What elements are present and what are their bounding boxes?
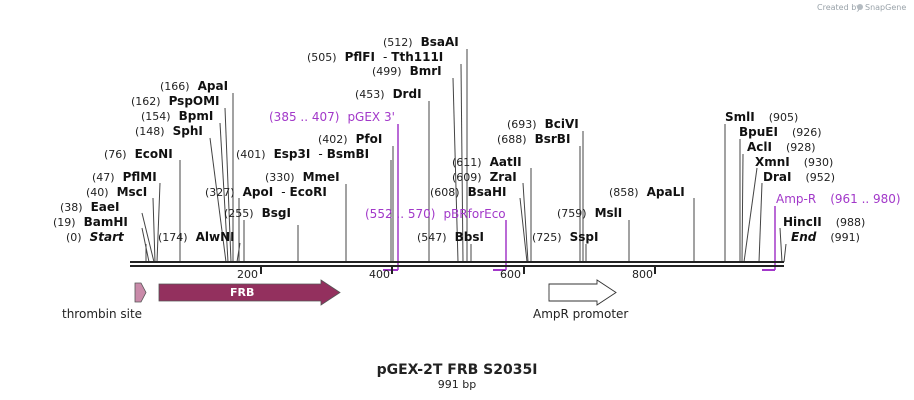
site-label-alwni[interactable]: (174)AlwNI (158, 230, 235, 244)
site-line-bsahi (519, 197, 528, 263)
site-labels-left: (0)Start (19)BamHI (38)EaeI (40)MscI (47… (53, 35, 685, 244)
primer-labels: (385 .. 407)pGEX 3' (552 .. 570)pBRforEc… (269, 110, 901, 221)
scale-ticks: 200 400 600 800 (237, 267, 656, 281)
site-label-apai[interactable]: (166)ApaI (160, 79, 228, 93)
site-label-bbsi[interactable]: (547)BbsI (417, 230, 484, 244)
site-line-end (783, 243, 787, 263)
site-lines (141, 49, 787, 263)
site-label-esp3i[interactable]: (401)Esp3I-BsmBI (236, 147, 369, 161)
primer-label-pbrforeco[interactable]: (552 .. 570)pBRforEco (365, 207, 506, 221)
site-label-pflfi[interactable]: (505)PflFI-Tth111I (307, 50, 443, 64)
site-label-drai[interactable]: DraI(952) (763, 170, 835, 184)
site-label-bcivi[interactable]: (693)BciVI (507, 117, 579, 131)
site-label-start[interactable]: (0)Start (66, 230, 125, 244)
site-label-bpuei[interactable]: BpuEI(926) (739, 125, 822, 139)
site-label-pflmi[interactable]: (47)PflMI (92, 170, 157, 184)
site-label-zrai[interactable]: (609)ZraI (452, 170, 517, 184)
site-label-bamhi[interactable]: (19)BamHI (53, 215, 128, 229)
primer-label-ampr[interactable]: Amp-R(961 .. 980) (776, 192, 901, 206)
site-line-pflmi (156, 182, 161, 263)
site-line-hincii (779, 227, 783, 263)
site-line-msci (152, 197, 156, 263)
backbone-top-strand (130, 261, 784, 263)
tick-label-200: 200 (237, 268, 258, 281)
features: thrombin site FRB AmpR promoter (62, 279, 628, 321)
site-line-pspomi (224, 107, 232, 263)
map-subtitle: 991 bp (438, 378, 476, 391)
site-line-xmni (743, 167, 758, 263)
snapgene-credit: Created by SnapGene (817, 3, 906, 12)
site-label-msci[interactable]: (40)MscI (86, 185, 147, 199)
tick-label-800: 800 (632, 268, 653, 281)
site-line-drai (758, 182, 763, 263)
site-label-msli[interactable]: (759)MslI (557, 206, 622, 220)
site-line-bpmi (219, 122, 229, 263)
site-label-econi[interactable]: (76)EcoNI (104, 147, 173, 161)
map-title: pGEX-2T FRB S2035I (377, 362, 538, 378)
site-label-pfoi[interactable]: (402)PfoI (318, 132, 382, 146)
site-label-sphi[interactable]: (148)SphI (135, 124, 203, 138)
feature-label-frb: FRB (230, 286, 254, 299)
site-line-tth111i (460, 63, 464, 263)
feature-thrombin-site[interactable] (134, 282, 147, 303)
feature-ampr-promoter[interactable] (548, 279, 617, 306)
site-label-acli[interactable]: AclI(928) (747, 140, 816, 154)
site-line-sphi (209, 137, 227, 263)
snapgene-logo-icon (857, 4, 863, 10)
feature-label-ampr-promoter: AmpR promoter (533, 307, 628, 321)
tick-label-400: 400 (369, 268, 390, 281)
site-label-apali[interactable]: (858)ApaLI (609, 185, 685, 199)
site-line-bamhi (141, 227, 150, 263)
site-line-eaei (141, 212, 155, 263)
brand-text: SnapGene (865, 3, 906, 12)
site-label-bpmi[interactable]: (154)BpmI (141, 109, 213, 123)
site-label-drdi[interactable]: (453)DrdI (355, 87, 422, 101)
site-label-bsahi[interactable]: (608)BsaHI (430, 185, 507, 199)
site-label-bsrbi[interactable]: (688)BsrBI (497, 132, 570, 146)
site-label-bsaai[interactable]: (512)BsaAI (383, 35, 459, 49)
site-label-smli[interactable]: SmlI(905) (725, 110, 798, 124)
site-label-pspomi[interactable]: (162)PspOMI (131, 94, 220, 108)
primer-label-pgex3[interactable]: (385 .. 407)pGEX 3' (269, 110, 395, 124)
backbone-bottom-strand (130, 265, 784, 267)
site-label-sspi[interactable]: (725)SspI (532, 230, 598, 244)
site-label-apoi[interactable]: (327)ApoI-EcoRI (205, 185, 327, 199)
feature-frb[interactable] (158, 279, 341, 306)
site-label-aatii[interactable]: (611)AatII (452, 155, 522, 169)
site-line-zrai (522, 182, 529, 263)
site-label-bsgi[interactable]: (255)BsgI (224, 206, 291, 220)
site-labels-right: SmlI(905) BpuEI(926) AclI(928) XmnI(930)… (725, 110, 865, 244)
site-label-bmri[interactable]: (499)BmrI (372, 64, 442, 78)
credit-text: Created by (817, 3, 861, 12)
site-label-hincii[interactable]: HincII(988) (783, 215, 865, 229)
site-line-acli (741, 153, 744, 263)
tick-label-600: 600 (500, 268, 521, 281)
site-label-end[interactable]: End(991) (791, 230, 860, 244)
site-label-mmei[interactable]: (330)MmeI (265, 170, 340, 184)
sequence-backbone (130, 261, 784, 267)
feature-label-thrombin-site: thrombin site (62, 307, 142, 321)
site-line-bmri (452, 77, 459, 263)
site-label-xmni[interactable]: XmnI(930) (755, 155, 833, 169)
site-label-eaei[interactable]: (38)EaeI (60, 200, 120, 214)
